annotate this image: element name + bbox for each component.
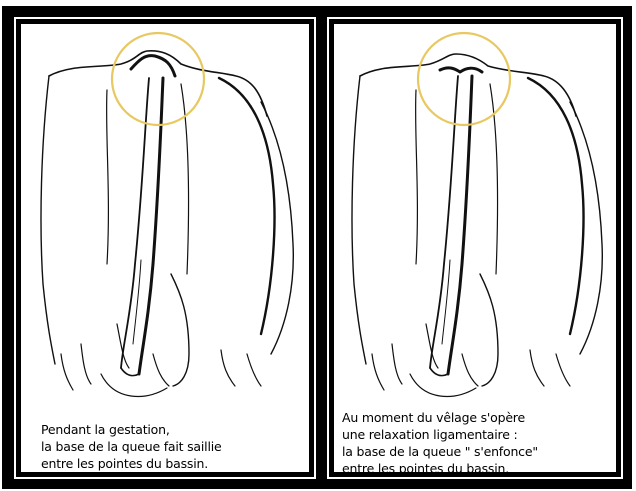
left-side-outline (41, 76, 55, 364)
tail-tip (430, 368, 448, 376)
left-leg-outer (61, 354, 73, 390)
tail-right-edge (448, 76, 472, 374)
panel-velage-content: Au moment du vêlage s'opère une relaxati… (334, 24, 616, 472)
caption-line: Pendant la gestation, (41, 421, 221, 438)
left-leg-inner (81, 344, 91, 384)
caption-velage: Au moment du vêlage s'opère une relaxati… (342, 409, 538, 472)
right-side-outline (219, 78, 275, 334)
left-leg-outer (372, 354, 384, 390)
caption-line: une relaxation ligamentaire : (342, 426, 538, 443)
left-thigh-line (107, 90, 109, 264)
back-outline (49, 51, 267, 116)
caption-gestation: Pendant la gestation, la base de la queu… (41, 421, 221, 472)
caption-line: entre les pointes du bassin. (41, 455, 221, 472)
caption-line: la base de la queue " s'enfonce" (342, 443, 538, 460)
tail-tip (121, 368, 139, 376)
cow-rear-drawing-velage (334, 24, 610, 472)
tail-base-raised (131, 56, 175, 76)
caption-line: entre les pointes du bassin. (342, 460, 538, 472)
right-leg-inner (221, 350, 235, 386)
udder-center (153, 354, 169, 386)
panel-velage: Au moment du vêlage s'opère une relaxati… (322, 12, 628, 484)
left-side-outline (352, 76, 366, 364)
right-leg-inner (530, 350, 544, 386)
hock-line (101, 374, 167, 397)
caption-line: la base de la queue fait saillie (41, 438, 221, 455)
right-leg-outer (247, 354, 261, 386)
udder-center (462, 354, 478, 386)
back-outline (360, 54, 576, 116)
udder-right (171, 274, 189, 386)
right-leg-outer (556, 354, 570, 386)
caption-line: Au moment du vêlage s'opère (342, 409, 538, 426)
udder-right (480, 274, 498, 386)
right-thigh-line (181, 84, 189, 274)
hock-line (410, 374, 476, 397)
highlight-circle-icon (112, 33, 204, 125)
cow-rear-drawing-gestation (21, 24, 303, 472)
tail-base-sunken (440, 68, 482, 72)
figure-frame: Pendant la gestation, la base de la queu… (2, 6, 632, 489)
left-leg-inner (392, 344, 402, 384)
left-thigh-line (416, 90, 418, 264)
right-side-outline (528, 78, 584, 334)
highlight-circle-icon (418, 33, 510, 125)
panel-gestation-content: Pendant la gestation, la base de la queu… (21, 24, 309, 472)
panel-gestation: Pendant la gestation, la base de la queu… (9, 12, 321, 484)
